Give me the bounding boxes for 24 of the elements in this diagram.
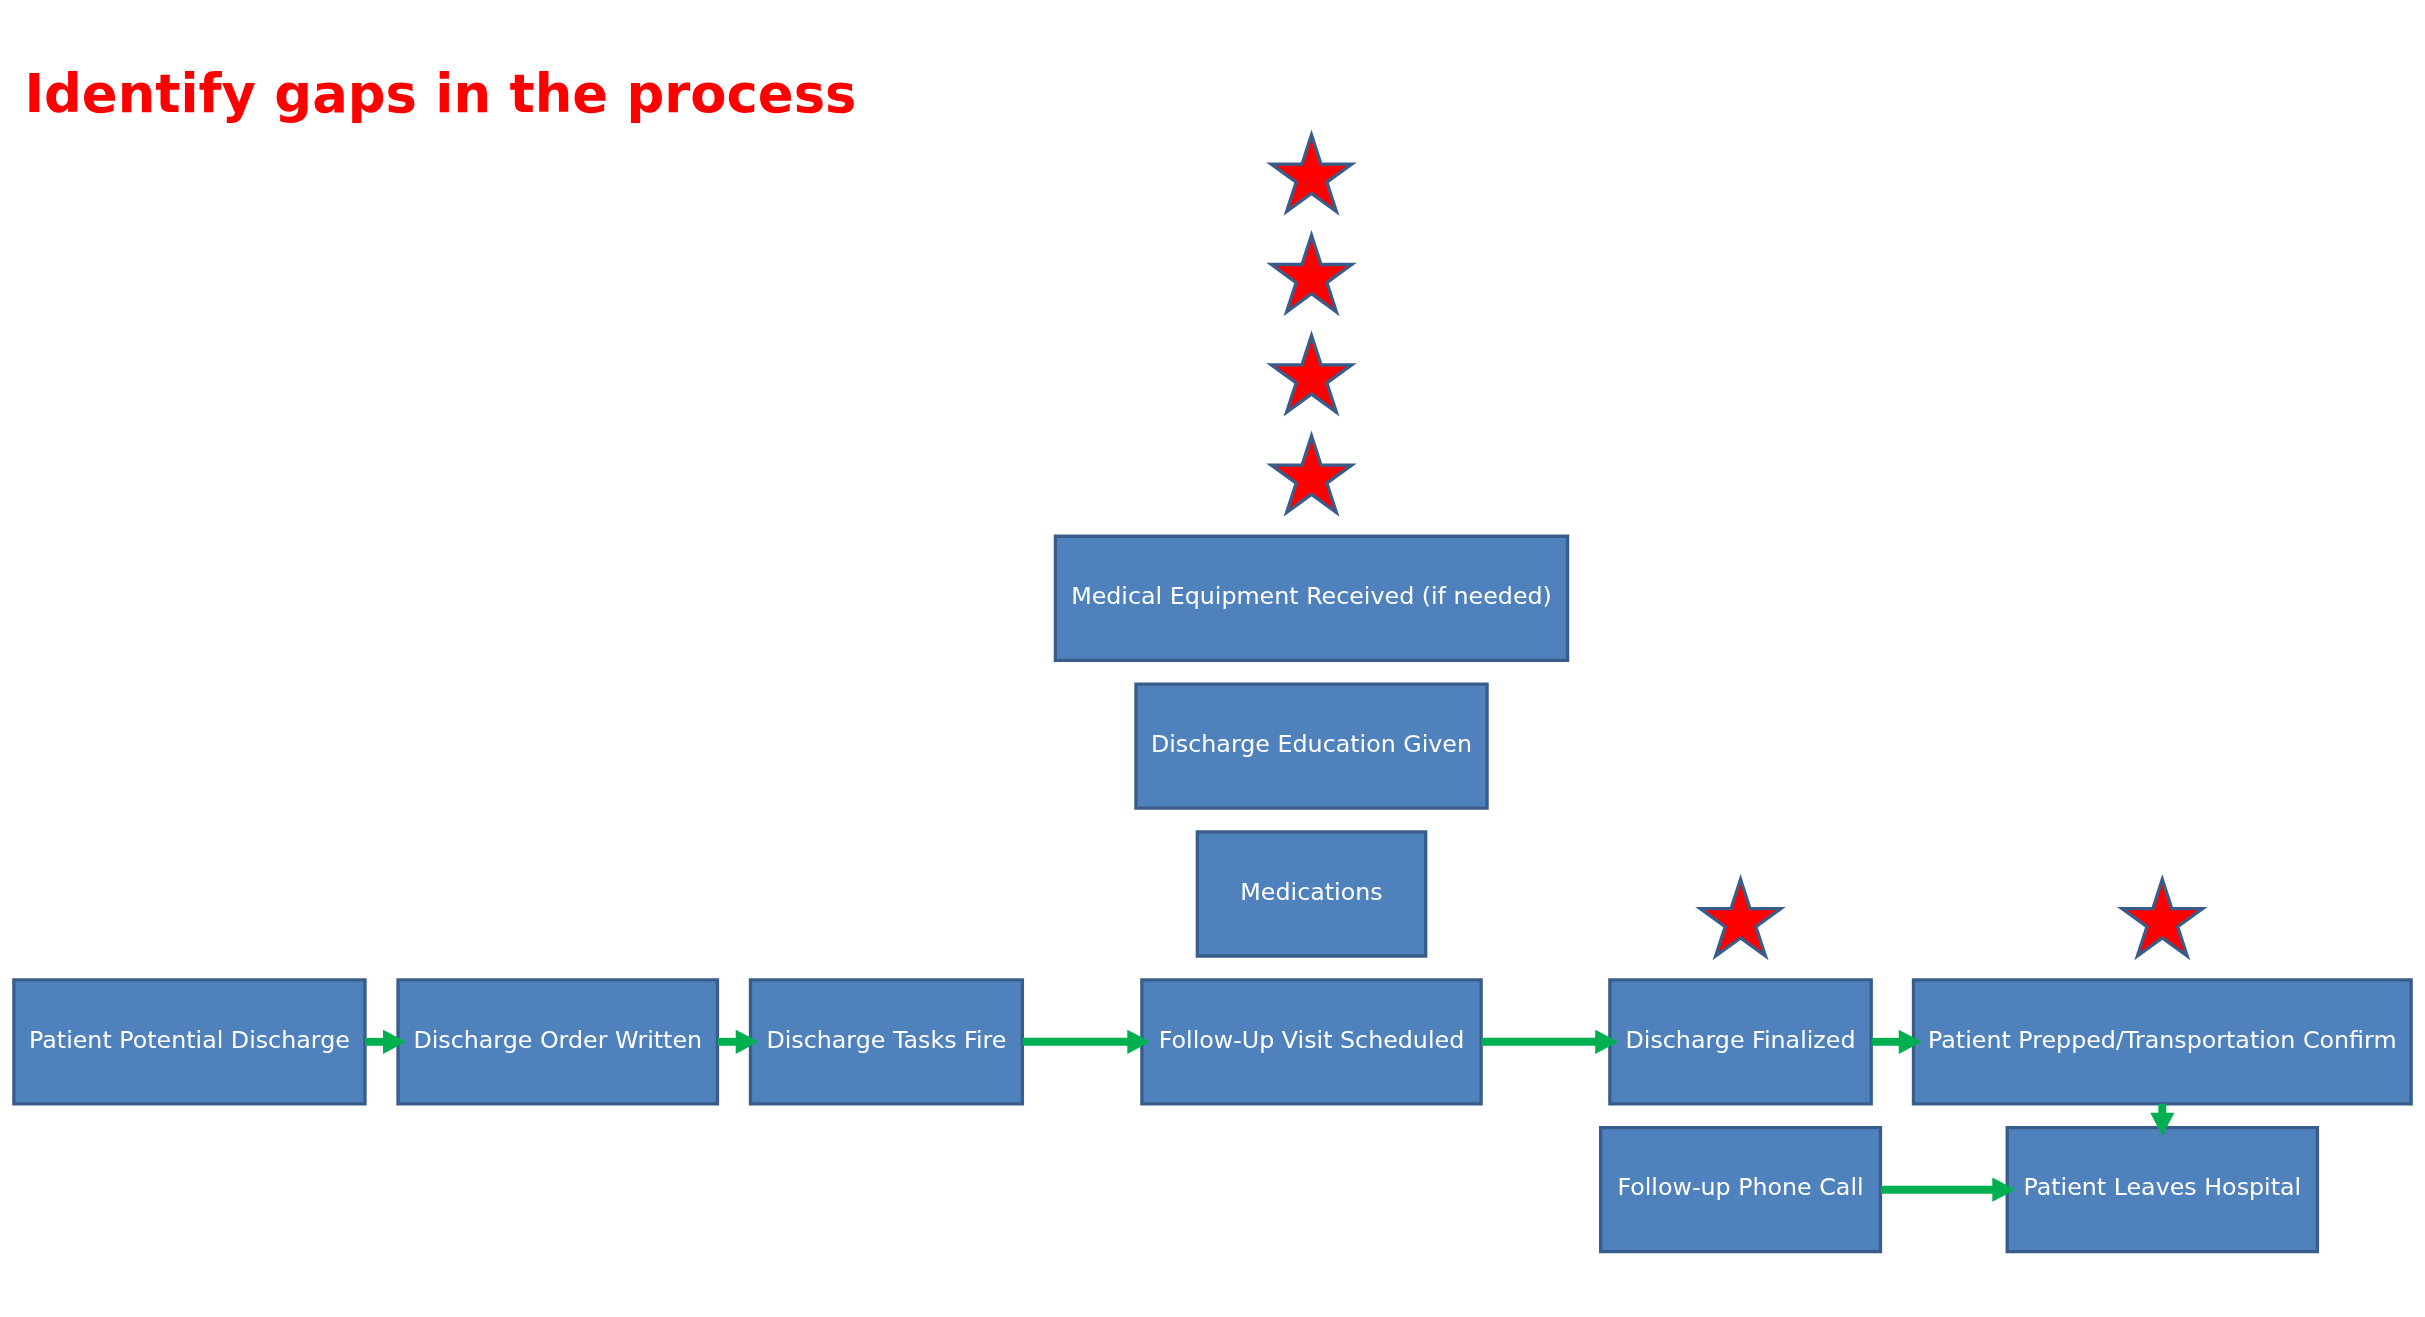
node-box: Discharge Tasks Fire [748,977,1025,1105]
node-box: Discharge Education Given [1134,681,1489,810]
arrow [717,1029,759,1054]
arrow [365,1029,407,1054]
node-box: Patient Leaves Hospital [2005,1125,2320,1253]
node-star [1266,329,1357,416]
node-box: Follow-Up Visit Scheduled [1140,977,1483,1105]
arrow [1871,1029,1922,1054]
node-star [1266,129,1357,216]
node-star [1266,229,1357,316]
node-box: Patient Potential Discharge [12,977,367,1105]
node-box: Discharge Finalized [1608,977,1873,1105]
node-box: Follow-up Phone Call [1598,1125,1883,1253]
node-star [2117,873,2208,960]
diagram-title: Identify gaps in the process [24,62,857,124]
arrow [1880,1177,2016,1202]
node-box: Patient Prepped/Transportation Confirm [1911,977,2413,1105]
node-star [1695,873,1786,960]
node-star [1266,430,1357,517]
node-box: Discharge Order Written [396,977,720,1105]
arrow [1481,1029,1619,1054]
node-box: Medications [1195,829,1428,958]
node-box: Medical Equipment Received (if needed) [1053,534,1570,662]
arrow [1022,1029,1151,1054]
